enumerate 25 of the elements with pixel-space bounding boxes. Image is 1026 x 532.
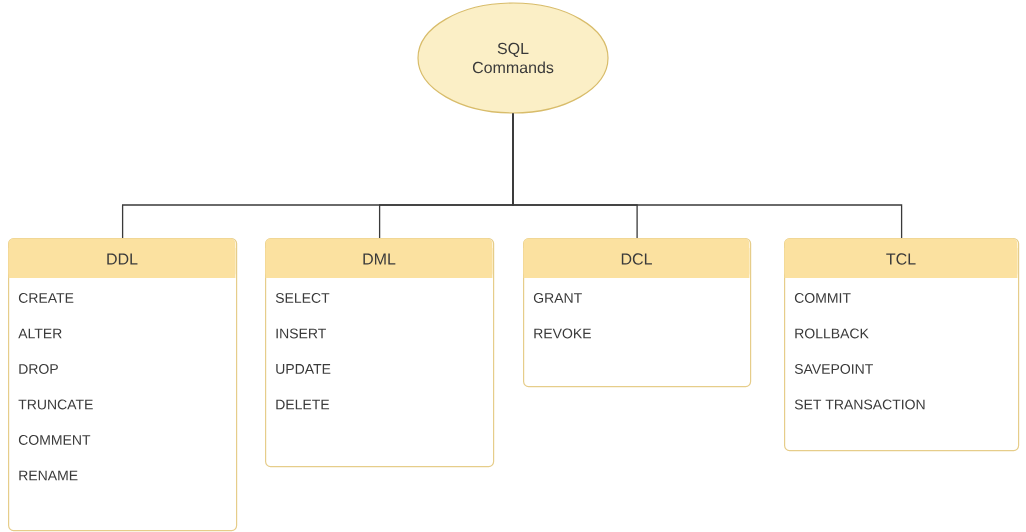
header-band: DCL: [523, 238, 750, 278]
list-box: [784, 238, 1020, 452]
list-box: [523, 238, 752, 388]
list-item: DELETE: [276, 399, 330, 410]
header-band: DDL: [8, 238, 236, 278]
list-item: DROP: [19, 364, 58, 374]
list-item: RENAME: [19, 470, 78, 481]
list-item: ROLLBACK: [795, 328, 869, 339]
list-item: REVOKE: [534, 328, 591, 339]
list-item: ALTER: [18, 328, 62, 339]
list-box: [8, 238, 238, 532]
connector-line: [512, 112, 903, 239]
list-item: TRUNCATE: [18, 399, 93, 410]
list-item: INSERT: [276, 328, 326, 339]
list-item: GRANT: [533, 293, 582, 303]
list-item: SELECT: [275, 293, 330, 303]
list-item: SAVEPOINT: [794, 364, 873, 374]
list-item: COMMIT: [794, 293, 851, 303]
list-item: SET TRANSACTION: [794, 399, 925, 410]
list-item: CREATE: [18, 293, 74, 303]
list-box: [265, 238, 495, 468]
list-item: COMMENT: [18, 435, 91, 445]
header-band: DML: [265, 238, 493, 278]
header-band: TCL: [784, 238, 1018, 278]
list-item: UPDATE: [276, 364, 331, 374]
